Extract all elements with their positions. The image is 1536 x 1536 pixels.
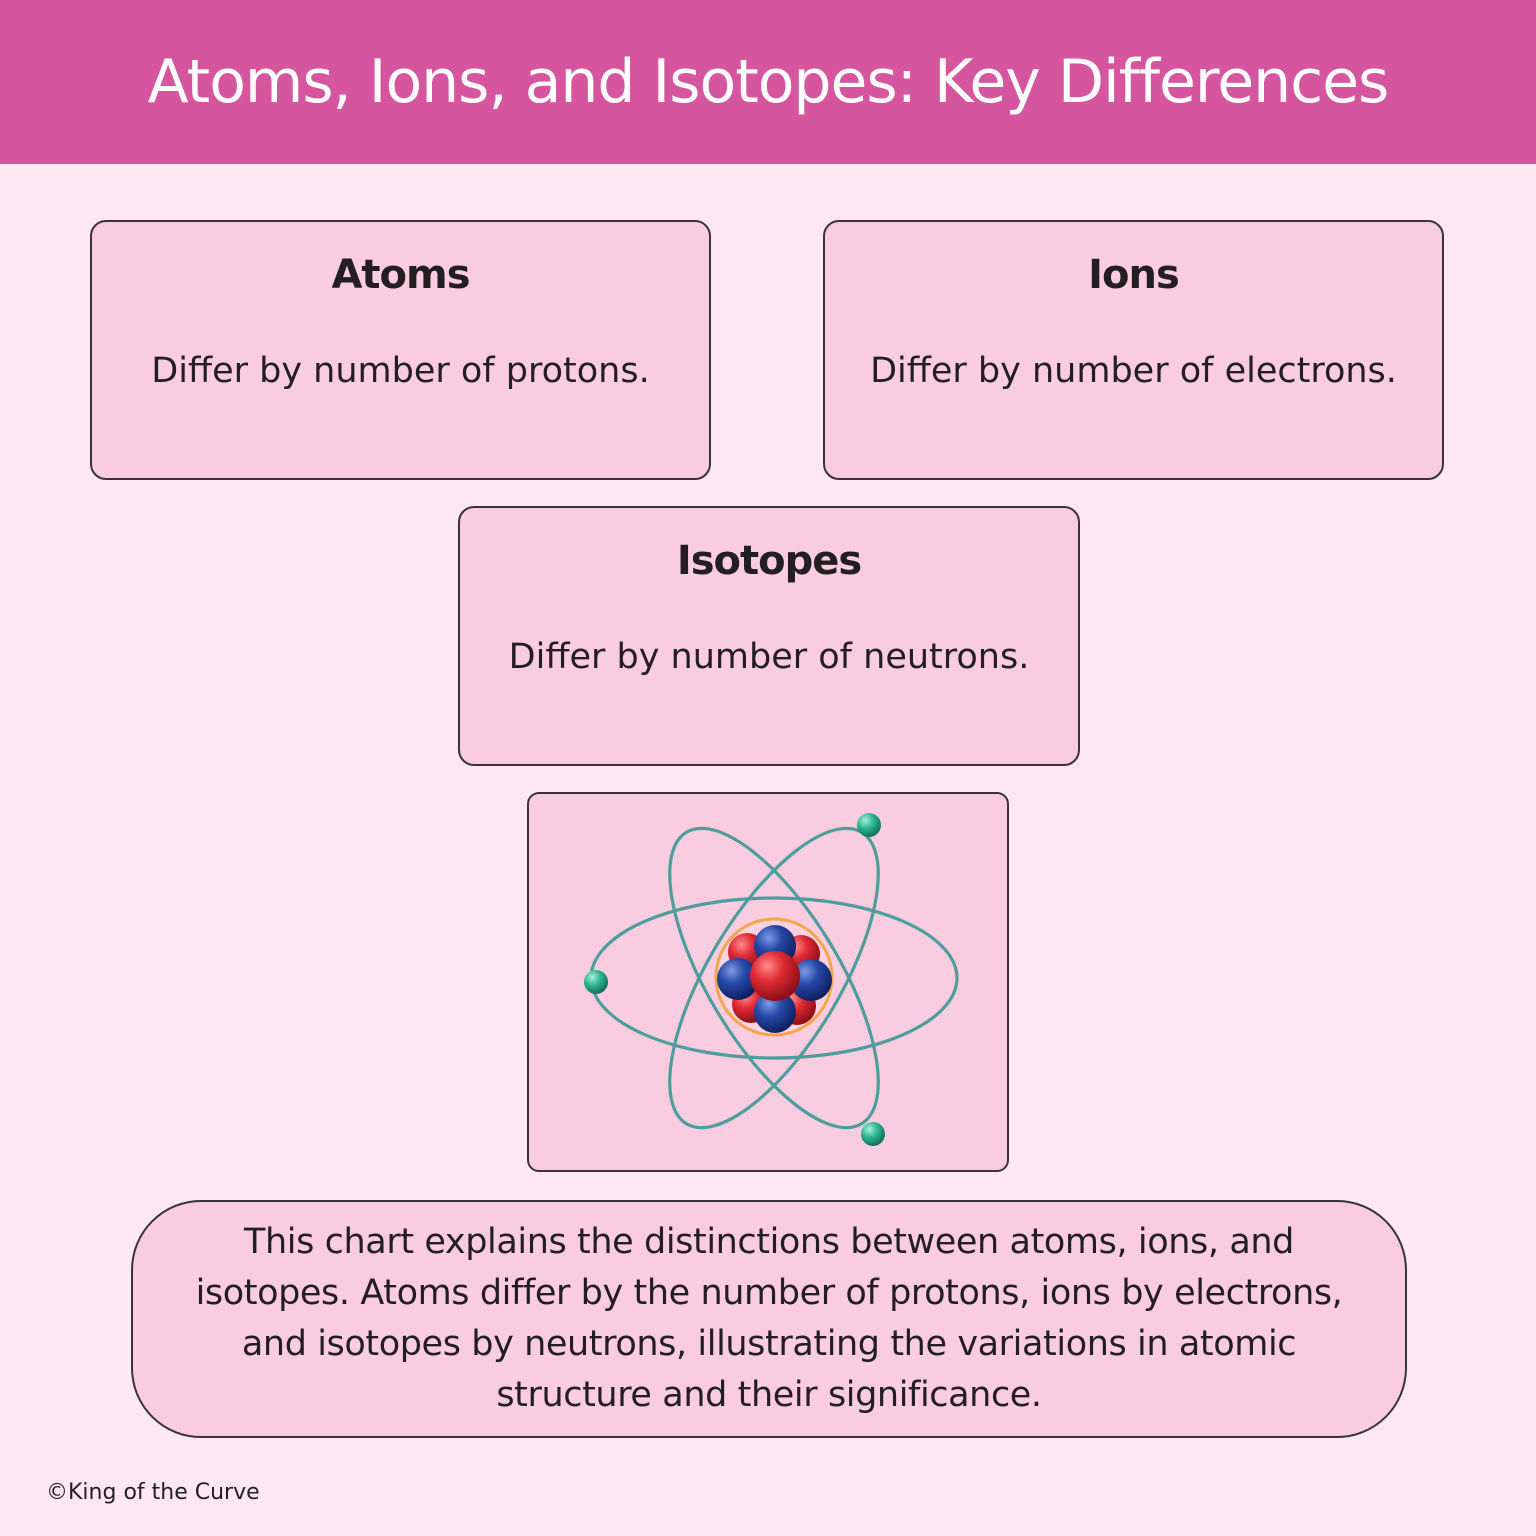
card-title-ions: Ions [1088, 252, 1180, 298]
neutron [717, 958, 759, 1000]
electrons [584, 813, 885, 1146]
card-title-isotopes: Isotopes [676, 538, 862, 584]
page-title: Atoms, Ions, and Isotopes: Key Differenc… [147, 47, 1390, 117]
neutron [754, 991, 796, 1033]
card-isotopes: Isotopes Differ by number of neutrons. [458, 506, 1080, 766]
electron [857, 813, 881, 837]
summary-box: This chart explains the distinctions bet… [131, 1200, 1407, 1438]
proton [750, 951, 800, 1001]
atom-icon [584, 813, 959, 1146]
header-banner: Atoms, Ions, and Isotopes: Key Differenc… [0, 0, 1536, 164]
neutron [790, 959, 832, 1001]
card-text-isotopes: Differ by number of neutrons. [508, 637, 1030, 677]
card-ions: Ions Differ by number of electrons. [823, 220, 1444, 480]
electron [861, 1122, 885, 1146]
card-atoms: Atoms Differ by number of protons. [90, 220, 711, 480]
summary-text: This chart explains the distinctions bet… [195, 1222, 1343, 1415]
electron [584, 970, 608, 994]
card-title-atoms: Atoms [331, 252, 470, 298]
nucleus [717, 925, 832, 1033]
atom-diagram-panel [527, 792, 1009, 1172]
copyright-notice: ©King of the Curve [46, 1480, 260, 1505]
card-text-atoms: Differ by number of protons. [151, 351, 650, 391]
card-text-ions: Differ by number of electrons. [870, 351, 1397, 391]
